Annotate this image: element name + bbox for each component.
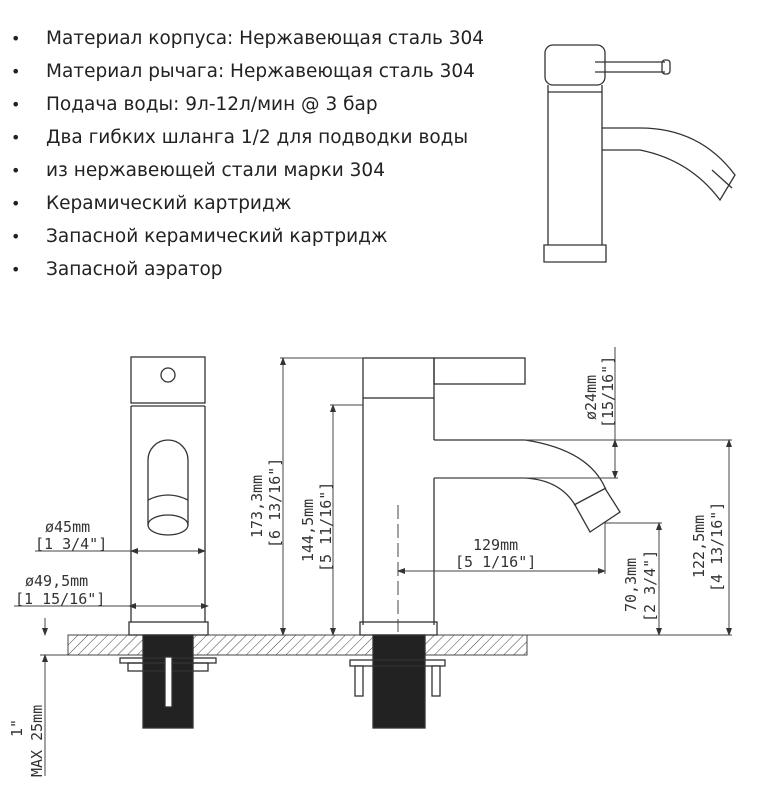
- spec-text: Подача воды: 9л-12л/мин @ 3 бар: [46, 94, 378, 115]
- base-diameter-mm: ø45mm: [45, 518, 90, 536]
- total-height-in: [6 13/16"]: [266, 458, 284, 548]
- spec-item: • Запасной керамический картридж: [0, 220, 484, 253]
- base-diameter-in: [1 3/4"]: [35, 535, 107, 553]
- bullet: •: [11, 128, 21, 147]
- max-counter-mm: MAX 25mm: [28, 705, 46, 777]
- spec-item: • Материал корпуса: Нержавеющая сталь 304: [0, 22, 484, 55]
- outlet-height-in: [2 3/4"]: [641, 550, 659, 622]
- spec-text: Два гибких шланга 1/2 для подводки воды: [46, 127, 469, 148]
- spec-text: из нержавеющей стали марки 304: [46, 160, 385, 181]
- bullet: •: [11, 161, 21, 180]
- bullet: •: [11, 62, 21, 81]
- spec-text: Запасной керамический картридж: [46, 226, 388, 247]
- bullet: •: [11, 194, 21, 213]
- body-height-mm: 144,5mm: [299, 499, 317, 562]
- spec-item: • из нержавеющей стали марки 304: [0, 154, 484, 187]
- spout-diameter-mm: ø24mm: [582, 375, 600, 420]
- spec-item: • Подача воды: 9л-12л/мин @ 3 бар: [0, 88, 484, 121]
- spec-list: • Материал корпуса: Нержавеющая сталь 304…: [0, 22, 484, 286]
- spec-text: Материал корпуса: Нержавеющая сталь 304: [46, 28, 485, 49]
- spec-item: • Материал рычага: Нержавеющая сталь 304: [0, 55, 484, 88]
- spout-height-mm: 122,5mm: [690, 515, 708, 578]
- spec-text: Материал рычага: Нержавеющая сталь 304: [46, 61, 475, 82]
- spec-item: • Запасной аэратор: [0, 253, 484, 286]
- spec-text: Керамический картридж: [46, 193, 292, 214]
- spec-item: • Керамический картридж: [0, 187, 484, 220]
- spout-reach-in: [5 1/16"]: [455, 553, 536, 571]
- max-counter-in: 1": [8, 719, 26, 737]
- spec-text: Запасной аэратор: [46, 259, 223, 280]
- flange-diameter-mm: ø49,5mm: [25, 572, 88, 590]
- front-view: [119, 356, 217, 729]
- spout-diameter-in: [15/16"]: [599, 356, 617, 428]
- faucet-illustration: [543, 44, 736, 263]
- countertop: [67, 634, 528, 656]
- spout-reach-mm: 129mm: [473, 536, 518, 554]
- bullet: •: [11, 29, 21, 48]
- total-height-mm: 173,3mm: [248, 475, 266, 538]
- dimension-lines: [14, 347, 732, 776]
- bullet: •: [11, 95, 21, 114]
- outlet-height-mm: 70,3mm: [622, 558, 640, 612]
- body-height-in: [5 11/16"]: [317, 482, 335, 572]
- bullet: •: [11, 227, 21, 246]
- spout-height-in: [4 13/16"]: [708, 502, 726, 592]
- bullet: •: [11, 260, 21, 279]
- spec-item: • Два гибких шланга 1/2 для подводки воды: [0, 121, 484, 154]
- flange-diameter-in: [1 15/16"]: [15, 590, 105, 608]
